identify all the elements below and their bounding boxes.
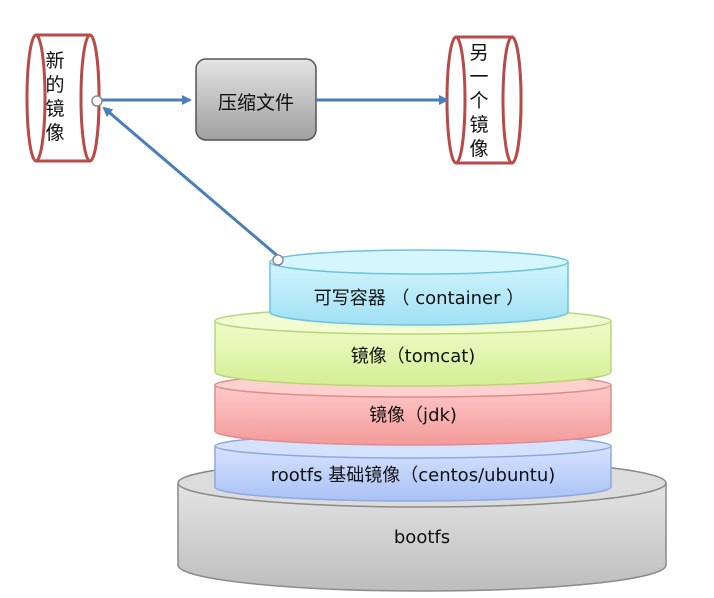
compress-file-label: 压缩文件 (217, 92, 294, 114)
tomcat-layer-label: 镜像（tomcat) (350, 346, 476, 367)
arrow-container-to-new-image (102, 106, 281, 260)
new-image-char: 像 (45, 122, 65, 144)
new-image-char: 新 (45, 50, 65, 72)
new-image-char: 的 (45, 74, 65, 96)
jdk-layer-label: 镜像（jdk) (369, 405, 457, 426)
connector-dot-container (272, 254, 284, 266)
other-image-char: 一 (469, 66, 489, 88)
container-layer (269, 249, 569, 326)
container-layer-label: 可写容器 （ container ） (313, 288, 525, 309)
rootfs-layer-label: rootfs 基础镜像（centos/ubuntu) (270, 465, 556, 486)
bootfs-layer-label: bootfs (393, 527, 451, 548)
other-image-char: 个 (469, 90, 489, 112)
other-image-char: 像 (469, 138, 489, 160)
other-image-char: 另 (469, 42, 489, 64)
other-image-cylinder (445, 35, 523, 165)
new-image-char: 镜 (45, 98, 65, 120)
connector-dot-new-image (91, 95, 103, 107)
other-image-char: 镜 (469, 114, 489, 136)
